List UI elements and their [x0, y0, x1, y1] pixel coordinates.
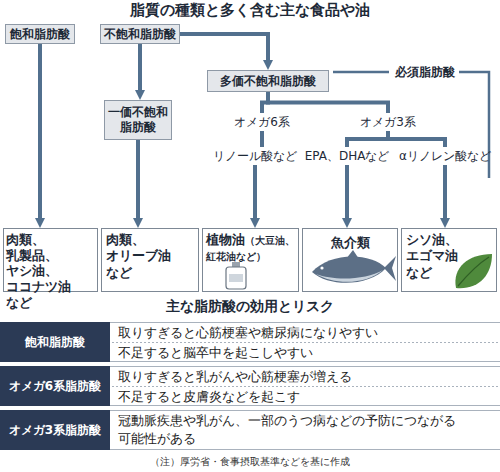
category-box: 飽和脂肪酸 — [5, 24, 75, 44]
node-label: EPA、DHAなど — [305, 149, 390, 163]
table-rule — [110, 410, 500, 411]
node-label: 飽和脂肪酸 — [10, 27, 70, 42]
table-rule — [110, 361, 500, 362]
node-label: 肉類、乳製品、 ヤシ油、 ココナツ油 など — [6, 232, 95, 310]
diagram-title: 脂質の種類と多く含む主な食品や油 — [0, 1, 500, 20]
node-label: オメガ6系 — [234, 115, 290, 129]
category-text-node: EPA、DHAなど — [303, 147, 391, 165]
node-label: 不飽和脂肪酸 — [104, 27, 176, 42]
node-label: αリノレン酸など — [399, 149, 491, 163]
table-header-cell — [0, 410, 110, 450]
category-text-node: リノール酸など — [210, 147, 300, 165]
table-rule — [112, 386, 500, 387]
connector-arrow — [253, 165, 257, 222]
connector-arrow — [136, 140, 140, 222]
node-label: 一価不飽和 脂肪酸 — [105, 105, 171, 135]
node-label: シソ油、 エゴマ油 など — [406, 232, 485, 281]
source-note: （注）厚労省・食事摂取基準などを基に作成 — [0, 455, 500, 469]
table-cell: 取りすぎると乳がんや心筋梗塞が増える — [118, 368, 498, 386]
table-rule — [110, 405, 500, 406]
table-rule — [112, 342, 500, 343]
table-row-header: オメガ3系脂肪酸 — [0, 410, 110, 450]
food-box: シソ油、 エゴマ油 など — [401, 228, 497, 292]
node-label: リノール酸など — [213, 149, 297, 163]
connector-arrow — [268, 92, 388, 113]
food-box: 肉類、 オリーブ油 など — [101, 228, 199, 292]
category-box: 一価不飽和 脂肪酸 — [104, 100, 172, 140]
category-text-node: オメガ6系 — [232, 113, 292, 131]
food-box: 肉類、乳製品、 ヤシ油、 ココナツ油 など — [3, 228, 98, 292]
category-box: 不飽和脂肪酸 — [100, 24, 180, 44]
bracket-line — [333, 71, 389, 74]
table-row-header: 飽和脂肪酸 — [0, 322, 110, 362]
table-rules — [110, 323, 500, 450]
connector-arrow — [345, 165, 349, 222]
section-heading: 主な脂肪酸の効用とリスク — [0, 298, 500, 318]
connector-arrow — [138, 44, 142, 94]
node-label: 植物油 — [206, 232, 245, 247]
category-text-node: αリノレン酸など — [393, 147, 497, 165]
table-header-cell — [0, 322, 110, 362]
table-cell: 不足すると脳卒中を起こしやすい — [118, 344, 498, 362]
food-box: 植物油（大豆油、 紅花油など） — [202, 228, 299, 292]
table-rule — [110, 322, 500, 323]
table-cell: 冠動脈疾患や乳がん、一部のうつ病などの予防につながる 可能性がある — [118, 412, 498, 448]
connector-arrow — [260, 131, 264, 147]
node-label: 魚介類 — [307, 235, 393, 251]
table-header-cell — [0, 366, 110, 406]
table-rule — [110, 449, 500, 450]
connector-arrow — [443, 165, 447, 222]
connector-arrow — [180, 34, 268, 64]
table-cell: 不足すると皮膚炎などを起こす — [118, 388, 498, 406]
category-box: 多価不飽和脂肪酸 — [207, 70, 329, 92]
node-label: 多価不飽和脂肪酸 — [220, 74, 316, 89]
connector-arrow — [388, 131, 445, 147]
connector-arrow — [38, 44, 42, 222]
table-row-header: オメガ6系脂肪酸 — [0, 366, 110, 406]
node-label: オメガ3系 — [360, 115, 416, 129]
node-label: 肉類、 オリーブ油 など — [106, 232, 194, 281]
group-label: 必須脂肪酸 — [392, 64, 458, 80]
table-cell: 取りすぎると心筋梗塞や糖尿病になりやすい — [118, 324, 498, 342]
food-box: 魚介類 — [302, 228, 398, 292]
table-rule — [110, 366, 500, 367]
connector-arrow — [262, 92, 268, 113]
category-text-node: オメガ3系 — [358, 113, 418, 131]
connector-arrow — [347, 131, 388, 147]
